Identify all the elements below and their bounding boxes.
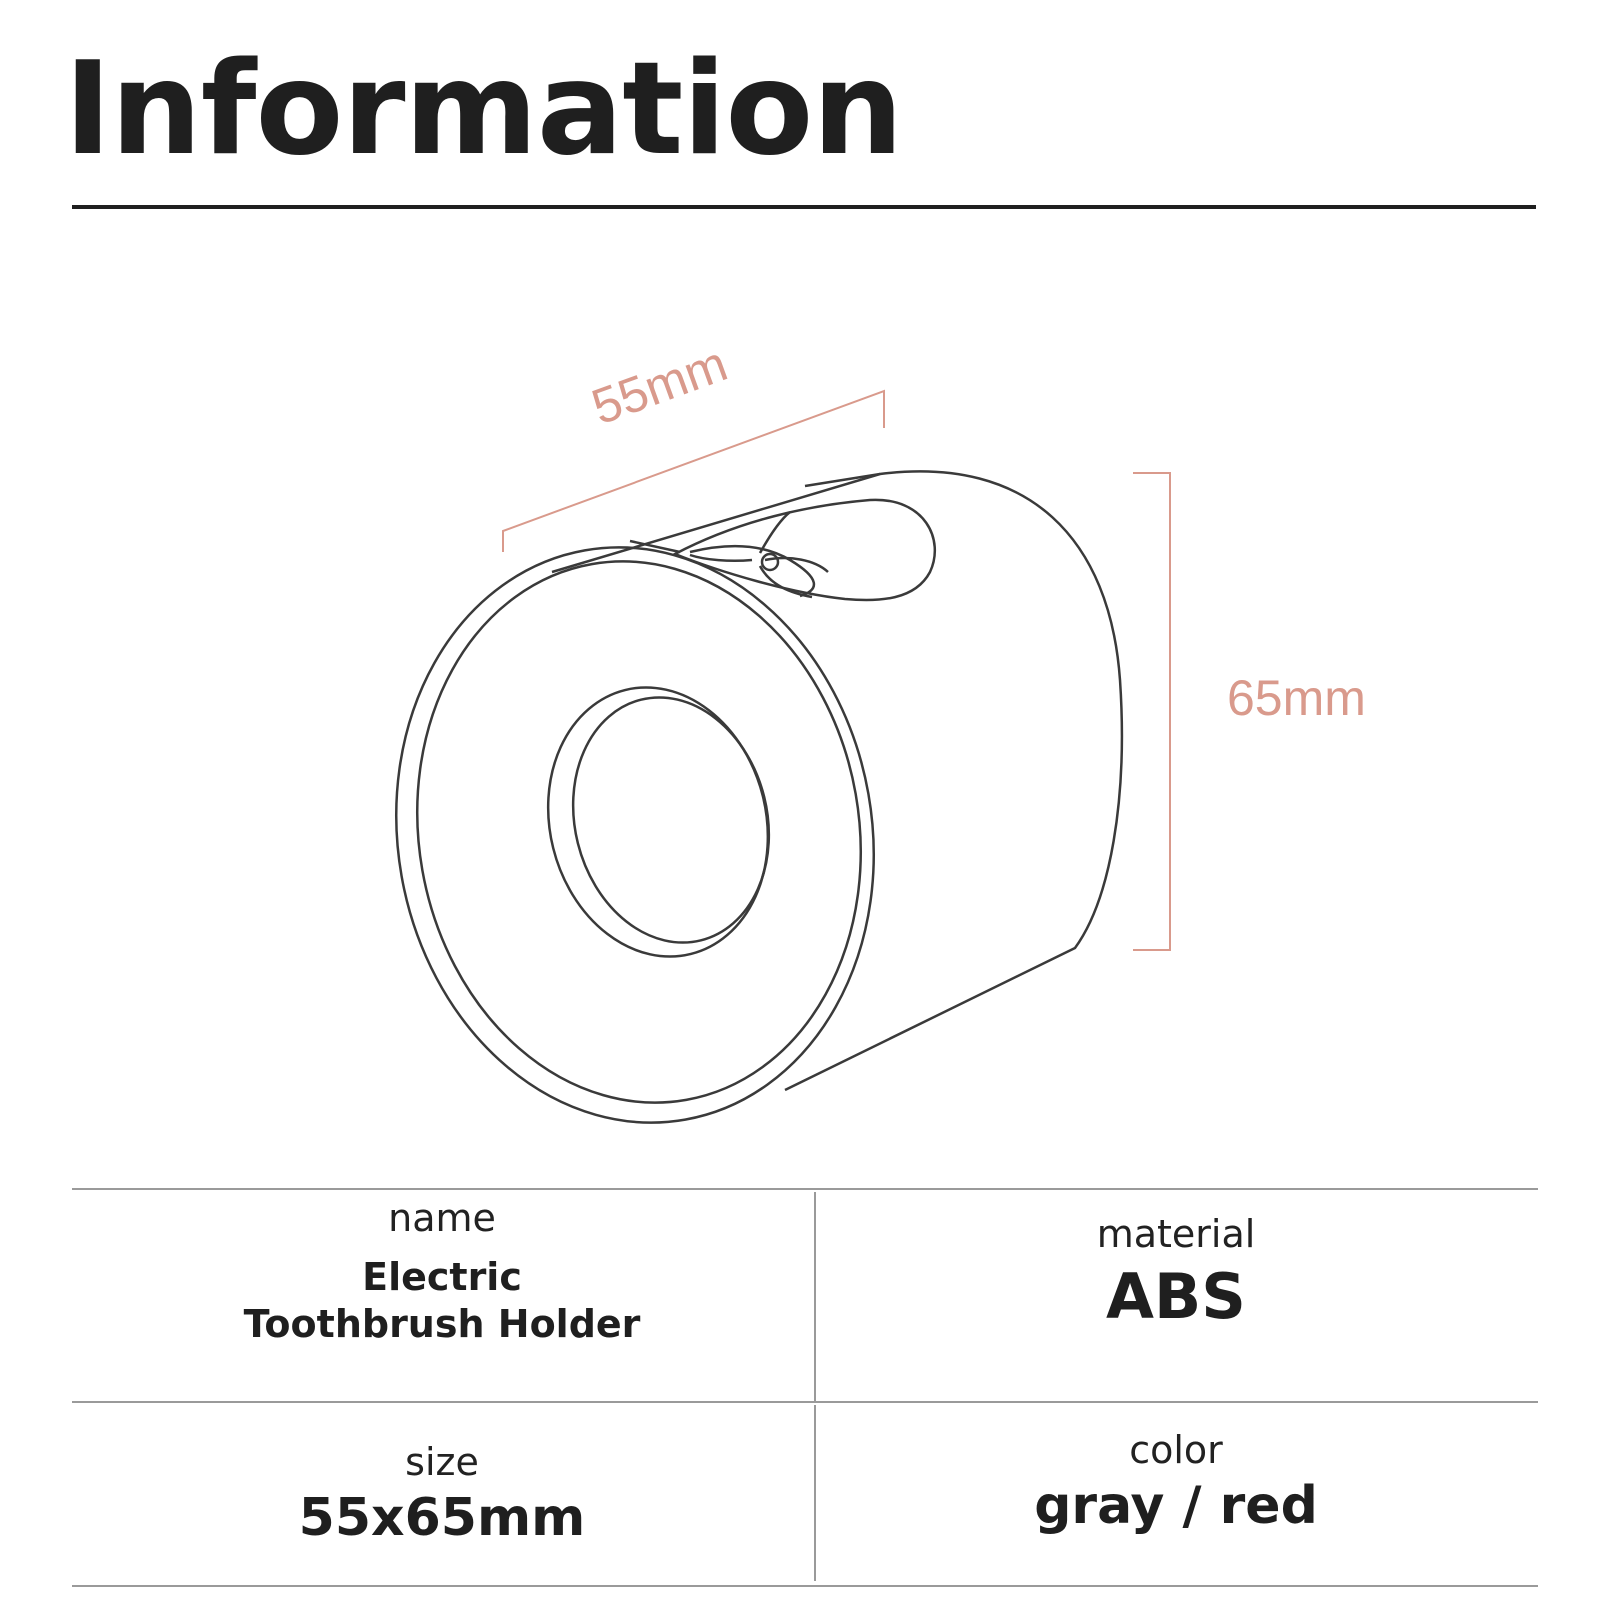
spec-color: color gray / red bbox=[816, 1428, 1536, 1539]
spec-size-label: size bbox=[405, 1440, 479, 1484]
width-dimension bbox=[502, 389, 885, 552]
spec-name-label: name bbox=[388, 1196, 496, 1240]
spec-material-label: material bbox=[1096, 1212, 1256, 1256]
table-top-rule bbox=[72, 1188, 1538, 1190]
table-column-divider-bottom bbox=[814, 1405, 816, 1581]
holder-body bbox=[551, 470, 1124, 1092]
spec-name-value-line2: Toothbrush Holder bbox=[243, 1302, 641, 1347]
charging-ring bbox=[546, 686, 771, 958]
height-dimension bbox=[1133, 472, 1171, 951]
spec-material: material ABS bbox=[816, 1212, 1536, 1335]
table-column-divider-top bbox=[814, 1192, 816, 1401]
table-bottom-rule bbox=[72, 1585, 1538, 1587]
spec-size: size 55x65mm bbox=[72, 1440, 812, 1551]
spec-color-label: color bbox=[1129, 1428, 1223, 1472]
width-dimension-label: 55mm bbox=[585, 335, 735, 435]
spec-color-value: gray / red bbox=[1034, 1475, 1318, 1536]
spec-size-value: 55x65mm bbox=[298, 1487, 586, 1548]
brush-slot bbox=[672, 498, 936, 602]
spec-material-value: ABS bbox=[1106, 1259, 1246, 1333]
spec-name: name Electric Toothbrush Holder bbox=[72, 1196, 812, 1349]
title-divider bbox=[72, 205, 1536, 209]
product-line-drawing: 55mm 65mm bbox=[395, 335, 1366, 1124]
table-middle-rule bbox=[72, 1401, 1538, 1403]
holder-front-face bbox=[395, 546, 875, 1124]
page-title: Information bbox=[64, 35, 903, 184]
height-dimension-label: 65mm bbox=[1227, 670, 1366, 726]
spec-name-value-line1: Electric bbox=[362, 1254, 522, 1299]
